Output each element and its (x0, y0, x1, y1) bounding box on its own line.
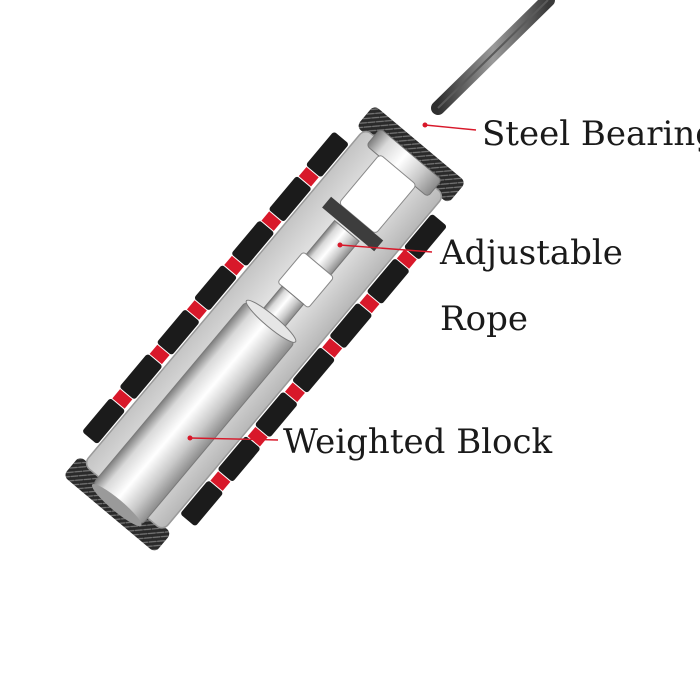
steel-cable (438, 0, 548, 108)
label-weighted-block: Weighted Block (283, 425, 552, 459)
handle-body (52, 96, 476, 562)
label-rope: Rope (440, 302, 528, 336)
label-adjustable: Adjustable (440, 236, 623, 270)
pointer-steel-bearing (425, 125, 476, 130)
label-steel-bearing: Steel Bearing (482, 117, 700, 151)
